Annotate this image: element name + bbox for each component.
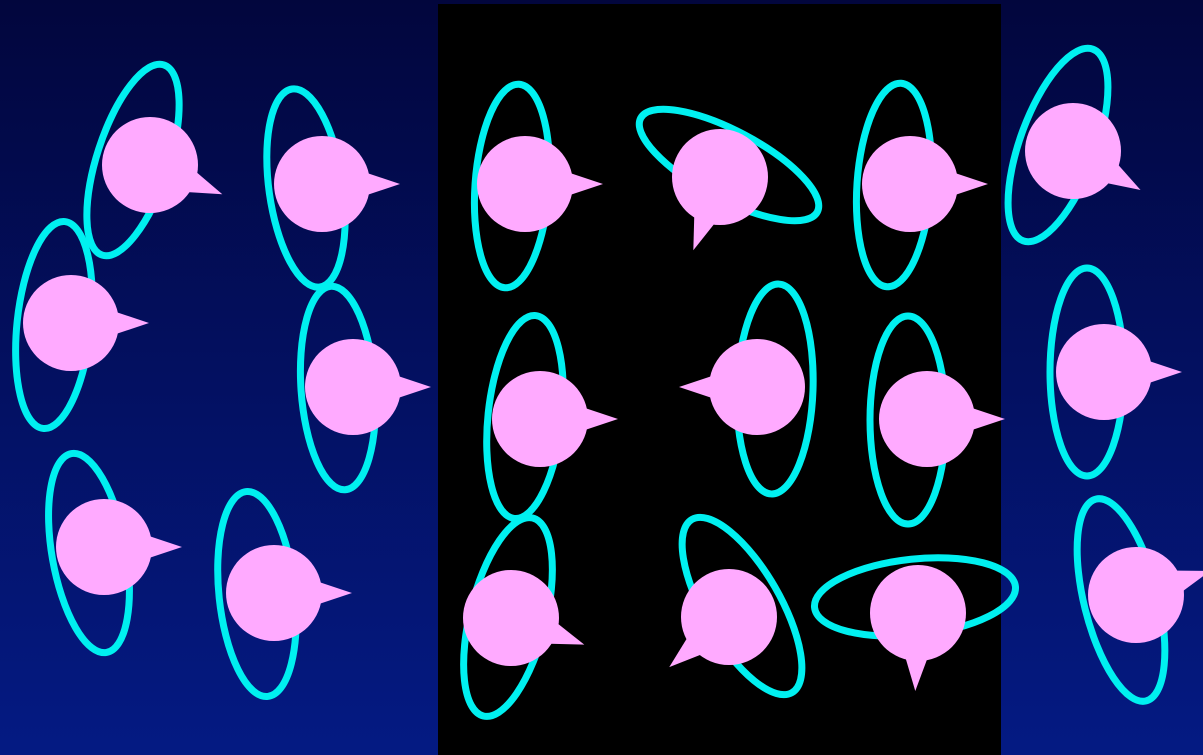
spin-atom-center: [850, 81, 988, 290]
atom-sphere: [870, 565, 966, 661]
atom-sphere: [1025, 103, 1121, 199]
atom-sphere: [1088, 547, 1184, 643]
atom-sphere: [23, 275, 119, 371]
spin-atom-left: [68, 54, 222, 266]
atom-sphere: [709, 339, 805, 435]
spin-atom-center: [659, 500, 825, 711]
atom-sphere: [879, 371, 975, 467]
spin-atom-center: [446, 509, 584, 725]
spin-atom-right: [1050, 268, 1182, 476]
spin-atom-left: [208, 488, 352, 701]
spin-atom-right: [1060, 490, 1203, 710]
spin-atom-left: [35, 447, 182, 659]
spin-atom-center: [870, 316, 1005, 524]
atom-sphere: [102, 117, 198, 213]
spin-atom-center: [625, 88, 834, 250]
atom-sphere: [305, 339, 401, 435]
atom-sphere: [1056, 324, 1152, 420]
spin-atom-left: [294, 284, 431, 493]
spin-atom-center: [478, 312, 618, 523]
atom-sphere: [477, 136, 573, 232]
atom-sphere: [492, 371, 588, 467]
spin-atom-left: [6, 218, 149, 433]
spin-atom-left: [255, 84, 400, 292]
atom-sphere: [226, 545, 322, 641]
spin-atom-right: [987, 36, 1140, 254]
spin-atom-center: [468, 82, 603, 291]
atom-sphere: [56, 499, 152, 595]
atom-sphere: [862, 136, 958, 232]
spin-atom-center: [679, 283, 817, 496]
spin-atom-center: [811, 549, 1020, 691]
atom-sphere: [274, 136, 370, 232]
